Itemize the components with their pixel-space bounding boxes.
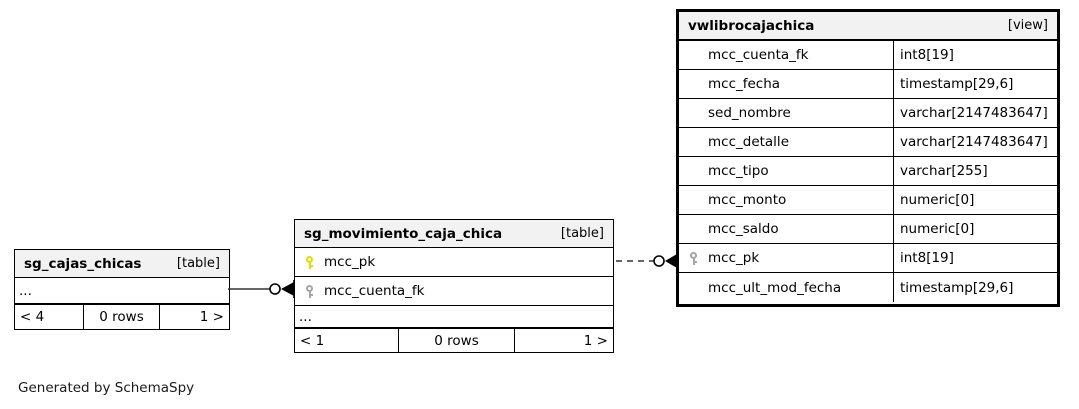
column-label: mcc_tipo [708,163,769,179]
column-label: mcc_monto [708,192,787,208]
column-row[interactable]: mcc_ult_mod_fecha timestamp[29,6] [679,273,1057,302]
column-type-cell: varchar[2147483647] [893,99,1057,127]
column-row[interactable]: mcc_saldo numeric[0] [679,215,1057,244]
column-type-cell: int8[19] [893,244,1057,272]
row-count-label: 0 rows [83,305,159,329]
entity-vwlibrocajachica[interactable]: vwlibrocajachica [view] mcc_cuenta_fk in… [676,9,1060,307]
column-row[interactable]: mcc_cuenta_fk int8[19] [679,41,1057,70]
row-count-label: 0 rows [398,329,514,352]
column-type-cell: numeric[0] [893,215,1057,243]
column-name-cell: sed_nombre [679,99,893,127]
column-type-cell: int8[19] [893,41,1057,69]
relationship-left-to-middle [228,280,295,298]
column-name-cell: mcc_detalle [679,128,893,156]
column-label: mcc_pk [324,254,376,270]
entity-header: vwlibrocajachica [view] [679,12,1057,41]
column-type-cell: varchar[2147483647] [893,128,1057,156]
column-label: mcc_cuenta_fk [708,47,809,63]
column-row[interactable]: mcc_detalle varchar[2147483647] [679,128,1057,157]
column-label: mcc_saldo [708,221,779,237]
column-name-cell: mcc_cuenta_fk [679,41,893,69]
entity-kind-badge: [table] [560,226,604,241]
prev-page-button[interactable]: < 1 [300,332,325,349]
entity-title: sg_cajas_chicas [24,255,142,272]
columns-ellipsis: ... [295,306,613,328]
column-row[interactable]: mcc_pk int8[19] [679,244,1057,273]
column-row[interactable]: mcc_cuenta_fk [295,277,613,306]
primary-key-icon [301,255,318,269]
next-page-button[interactable]: 1 > [514,329,613,352]
foreign-key-icon [685,251,702,265]
column-label: sed_nombre [708,105,791,121]
entity-title: vwlibrocajachica [688,17,815,34]
column-name-cell: mcc_cuenta_fk [295,277,613,305]
relationship-middle-to-view [616,252,678,270]
column-label: mcc_fecha [708,76,781,92]
entity-footer: < 1 0 rows 1 > [295,328,613,352]
column-name-cell: mcc_saldo [679,215,893,243]
column-name-cell: mcc_ult_mod_fecha [679,273,893,302]
column-label: mcc_detalle [708,134,789,150]
column-row[interactable]: mcc_monto numeric[0] [679,186,1057,215]
column-type-cell: timestamp[29,6] [893,70,1057,98]
column-name-cell: mcc_fecha [679,70,893,98]
foreign-key-icon [301,284,318,298]
column-row[interactable]: mcc_fecha timestamp[29,6] [679,70,1057,99]
columns-ellipsis: ... [15,278,229,304]
entity-header: sg_movimiento_caja_chica [table] [295,220,613,248]
column-name-cell: mcc_pk [295,248,613,276]
column-type-cell: numeric[0] [893,186,1057,214]
column-label: mcc_cuenta_fk [324,283,425,299]
column-type-cell: varchar[255] [893,157,1057,185]
entity-kind-badge: [table] [176,256,220,271]
column-type-cell: timestamp[29,6] [893,273,1057,302]
schemaspy-credit: Generated by SchemaSpy [18,380,195,396]
entity-header: sg_cajas_chicas [table] [15,250,229,278]
column-name-cell: mcc_tipo [679,157,893,185]
column-label: mcc_ult_mod_fecha [708,279,842,296]
prev-page-button[interactable]: < 4 [20,309,45,325]
entity-sg-movimiento-caja-chica[interactable]: sg_movimiento_caja_chica [table] mcc_pk … [294,219,614,353]
next-page-button[interactable]: 1 > [159,305,229,329]
entity-footer: < 4 0 rows 1 > [15,304,229,329]
column-row[interactable]: mcc_pk [295,248,613,277]
column-label: mcc_pk [708,250,760,266]
column-row[interactable]: sed_nombre varchar[2147483647] [679,99,1057,128]
entity-title: sg_movimiento_caja_chica [304,225,503,242]
column-row[interactable]: mcc_tipo varchar[255] [679,157,1057,186]
entity-sg-cajas-chicas[interactable]: sg_cajas_chicas [table] ... < 4 0 rows 1… [14,249,230,330]
entity-kind-badge: [view] [1007,18,1048,33]
column-name-cell: mcc_monto [679,186,893,214]
column-name-cell: mcc_pk [679,244,893,272]
